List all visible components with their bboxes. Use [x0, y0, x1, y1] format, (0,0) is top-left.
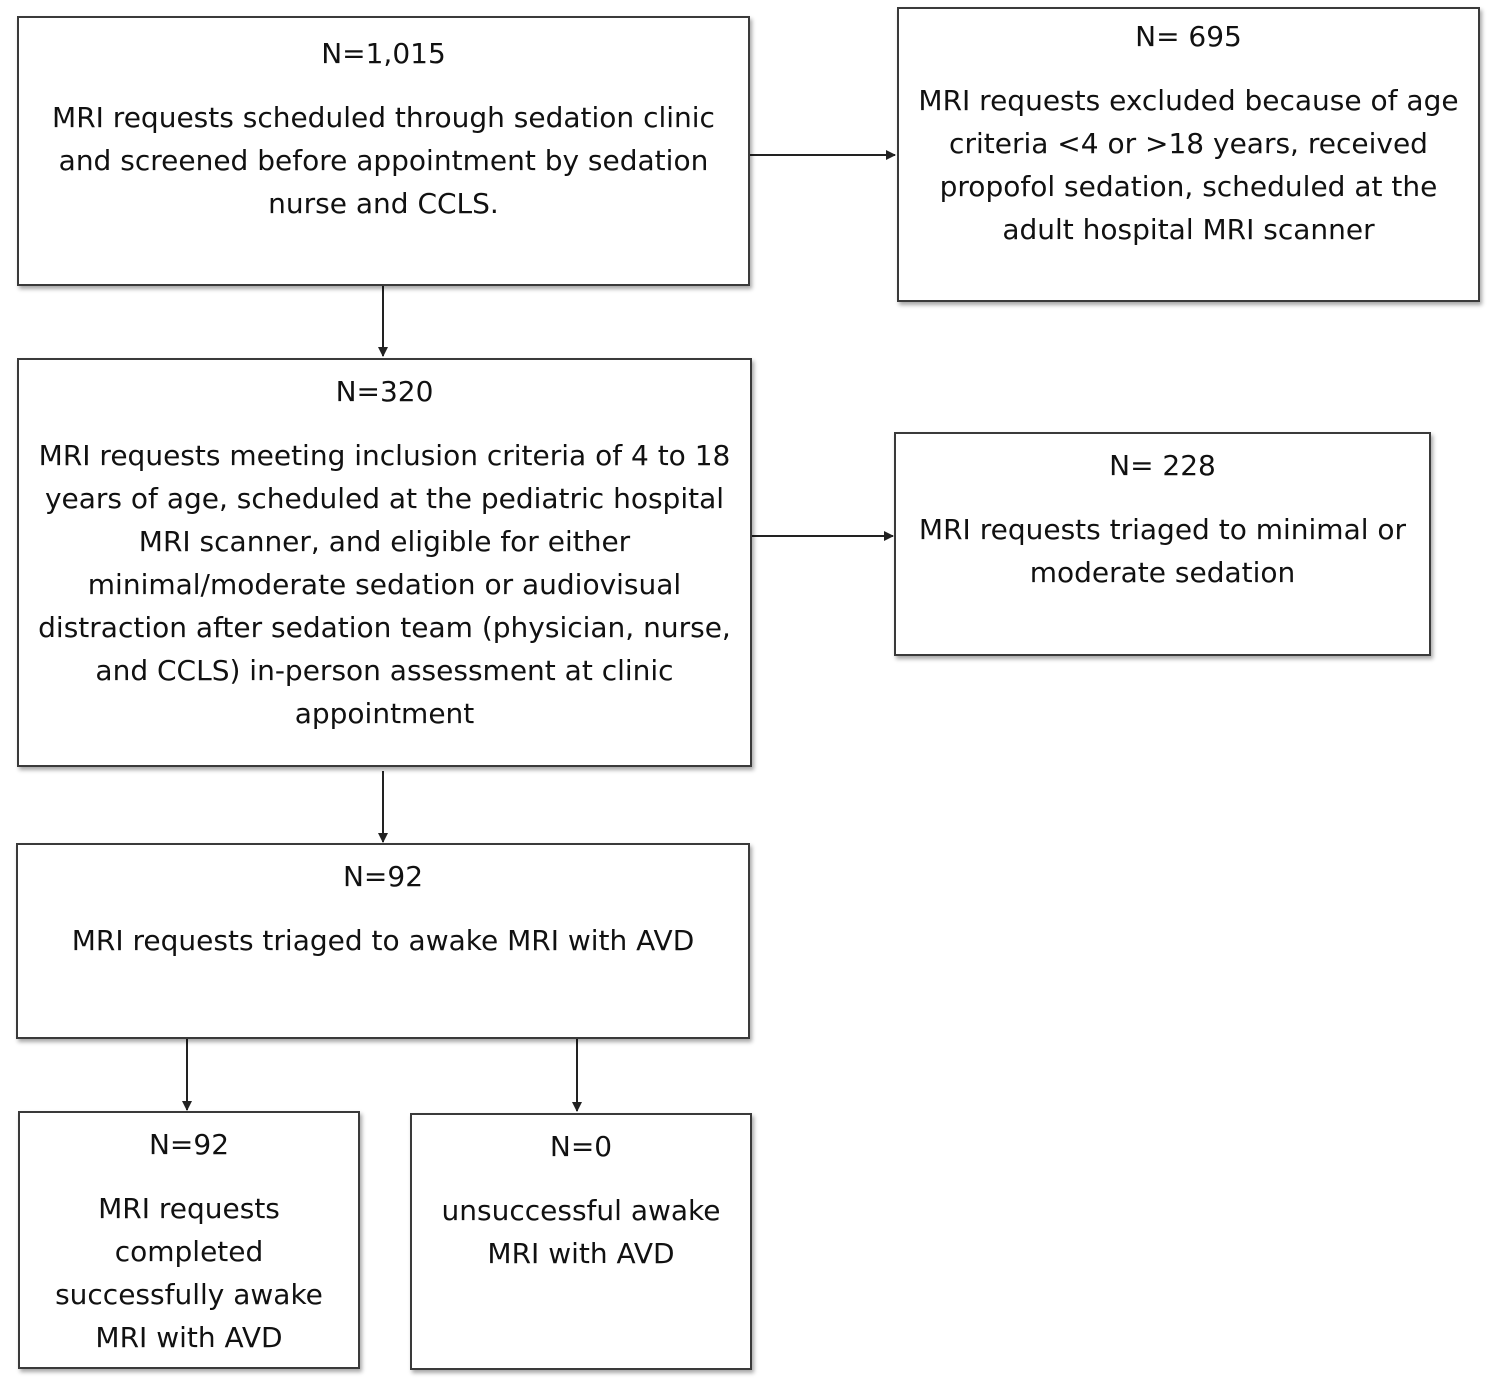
awake-count: N=92 — [342, 860, 424, 893]
included-count: N=320 — [335, 375, 434, 408]
screened-count: N=1,015 — [321, 37, 446, 70]
box-included-requests: N=320 MRI requests meeting inclusion cri… — [17, 358, 752, 767]
box-screened-requests: N=1,015 MRI requests scheduled through s… — [17, 16, 750, 286]
unsuccessful-count: N=0 — [549, 1130, 613, 1163]
excluded-count: N= 695 — [1135, 20, 1242, 53]
box-successful-requests: N=92 MRI requests completed successfully… — [18, 1111, 360, 1369]
sedation-count: N= 228 — [1109, 449, 1216, 482]
box-excluded-requests: N= 695 MRI requests excluded because of … — [897, 7, 1480, 302]
successful-description: MRI requests completed successfully awak… — [55, 1192, 323, 1354]
screened-description: MRI requests scheduled through sedation … — [52, 101, 715, 220]
box-unsuccessful-requests: N=0 unsuccessful awake MRI with AVD — [410, 1113, 752, 1370]
excluded-description: MRI requests excluded because of age cri… — [918, 84, 1459, 246]
box-sedation-requests: N= 228 MRI requests triaged to minimal o… — [894, 432, 1431, 656]
successful-count: N=92 — [148, 1128, 230, 1161]
awake-description: MRI requests triaged to awake MRI with A… — [71, 924, 695, 957]
unsuccessful-description: unsuccessful awake MRI with AVD — [441, 1194, 721, 1270]
included-description: MRI requests meeting inclusion criteria … — [38, 439, 731, 730]
sedation-description: MRI requests triaged to minimal or moder… — [918, 513, 1407, 589]
box-awake-requests: N=92 MRI requests triaged to awake MRI w… — [16, 843, 750, 1039]
